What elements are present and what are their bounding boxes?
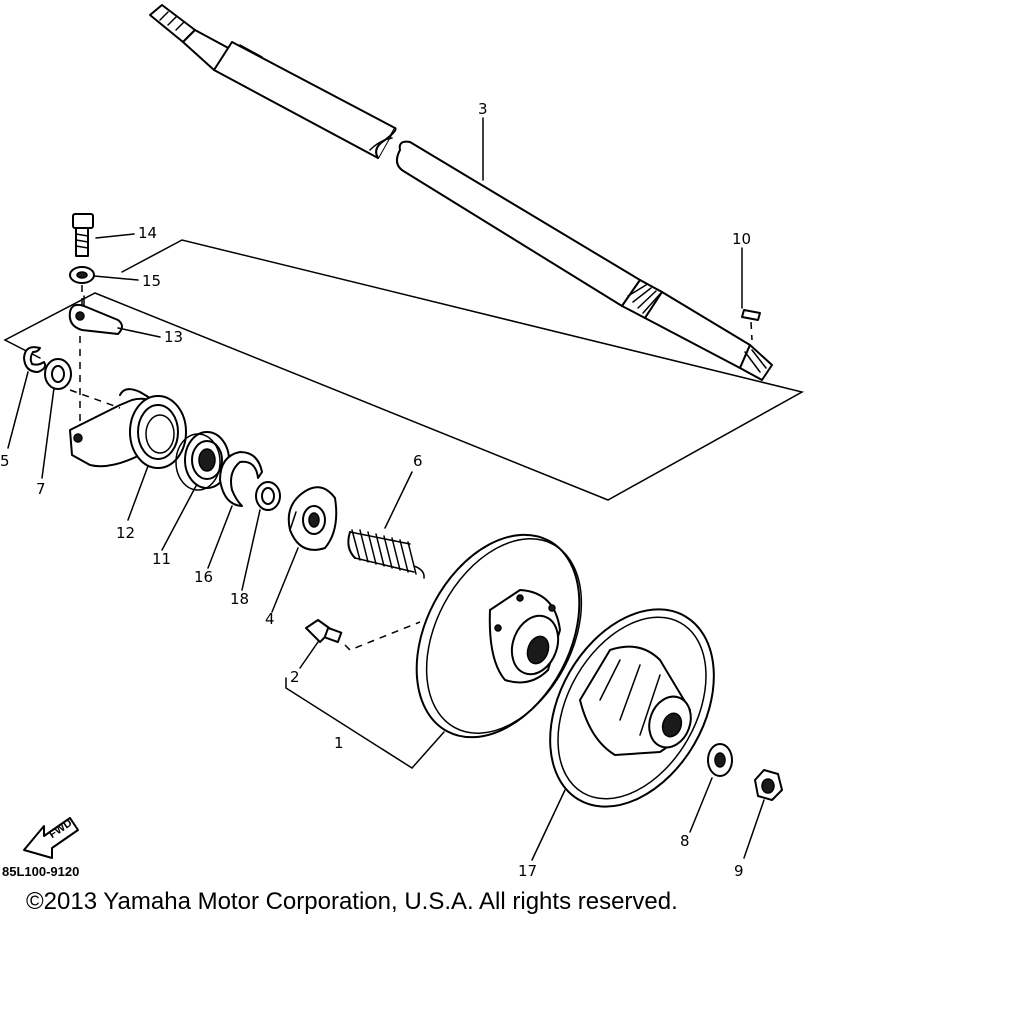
circlip[interactable] [23,346,47,373]
callout-10: 10 [732,230,751,248]
plate[interactable] [68,303,123,335]
movable-sheave[interactable] [517,580,748,836]
cam[interactable] [287,486,338,551]
retaining-ring[interactable] [219,451,263,507]
callout-8: 8 [680,832,690,850]
bearing-housing[interactable] [69,388,187,469]
callout-9: 9 [734,862,744,880]
callout-3: 3 [478,100,488,118]
callout-18: 18 [230,590,249,608]
drive-shaft[interactable] [149,4,773,381]
callout-15: 15 [142,272,161,290]
copyright-notice: ©2013 Yamaha Motor Corporation, U.S.A. A… [26,888,678,915]
callout-6: 6 [413,452,423,470]
sheave-bracket-line [285,677,445,769]
leader-lines [7,117,765,861]
forward-arrow-icon: FWD [23,817,79,859]
callout-17: 17 [518,862,537,880]
shoulder-bolt[interactable] [305,619,343,644]
callout-16: 16 [194,568,213,586]
callout-14: 14 [138,224,157,242]
key[interactable] [741,309,761,341]
assembly-bracket-line [3,239,805,501]
callout-4: 4 [265,610,275,628]
lock-nut[interactable] [69,266,95,284]
ball-bearing[interactable] [175,431,230,491]
callout-5: 5 [0,452,10,470]
callout-13: 13 [164,328,183,346]
callout-labels: 1 2 3 4 5 6 7 8 9 10 11 12 13 14 15 16 1… [0,100,751,880]
diagram-code: 85L100-9120 [2,864,79,879]
callout-12: 12 [116,524,135,542]
callout-11: 11 [152,550,171,568]
callout-2: 2 [290,668,300,686]
collar[interactable] [255,481,281,511]
fixed-sheave[interactable] [384,507,613,765]
thrust-washer[interactable] [707,743,733,777]
callout-1: 1 [334,734,344,752]
bolt[interactable] [72,213,94,257]
washer[interactable] [44,358,72,390]
spring[interactable] [347,529,425,579]
hex-nut[interactable] [754,769,783,801]
callout-7: 7 [36,480,46,498]
